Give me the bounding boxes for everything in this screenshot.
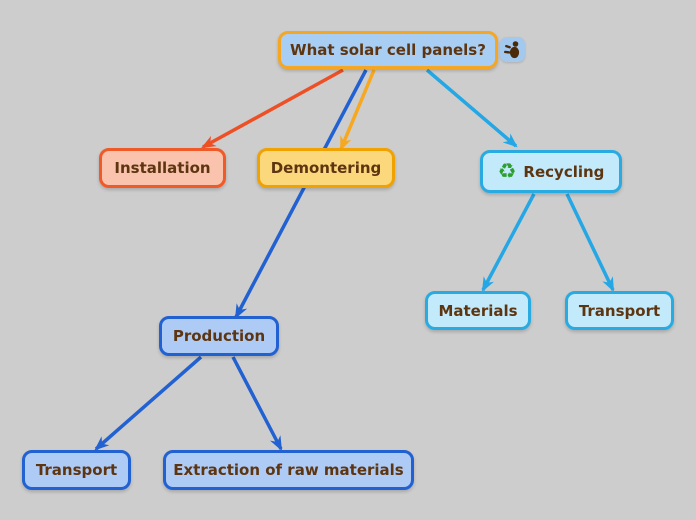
node-demontering-label: Demontering [270,159,382,177]
edge-root-production [234,69,368,319]
node-transport-production[interactable]: Transport [22,450,131,490]
edge-production-transport [94,355,203,451]
node-demontering[interactable]: Demontering [257,148,395,188]
node-installation[interactable]: Installation [99,148,226,188]
node-extraction[interactable]: Extraction of raw materials [163,450,414,490]
node-production-label: Production [172,327,266,345]
edge-root-recycling [425,68,518,148]
figure-icon [504,41,520,59]
node-recycling[interactable]: ♻ Recycling [480,150,622,193]
root-badge[interactable] [500,37,525,62]
node-materials-label: Materials [438,301,518,320]
edge-root-installation [201,68,344,149]
edge-production-extraction [231,356,283,451]
node-recycling-label: Recycling [523,162,605,181]
node-materials[interactable]: Materials [425,291,531,330]
node-extraction-label: Extraction of raw materials [173,461,404,479]
edge-root-demontering [339,69,376,152]
recycle-icon: ♻ [497,159,517,183]
node-transport-recycling-label: Transport [578,301,661,320]
node-transport-recycling[interactable]: Transport [565,291,674,330]
node-transport-production-label: Transport [35,461,118,479]
node-root[interactable]: What solar cell panels? [278,31,498,69]
edge-recycling-materials [481,193,536,292]
node-installation-label: Installation [114,159,211,177]
edge-recycling-transport [565,193,615,292]
node-production[interactable]: Production [159,316,279,356]
node-root-label: What solar cell panels? [290,41,486,59]
